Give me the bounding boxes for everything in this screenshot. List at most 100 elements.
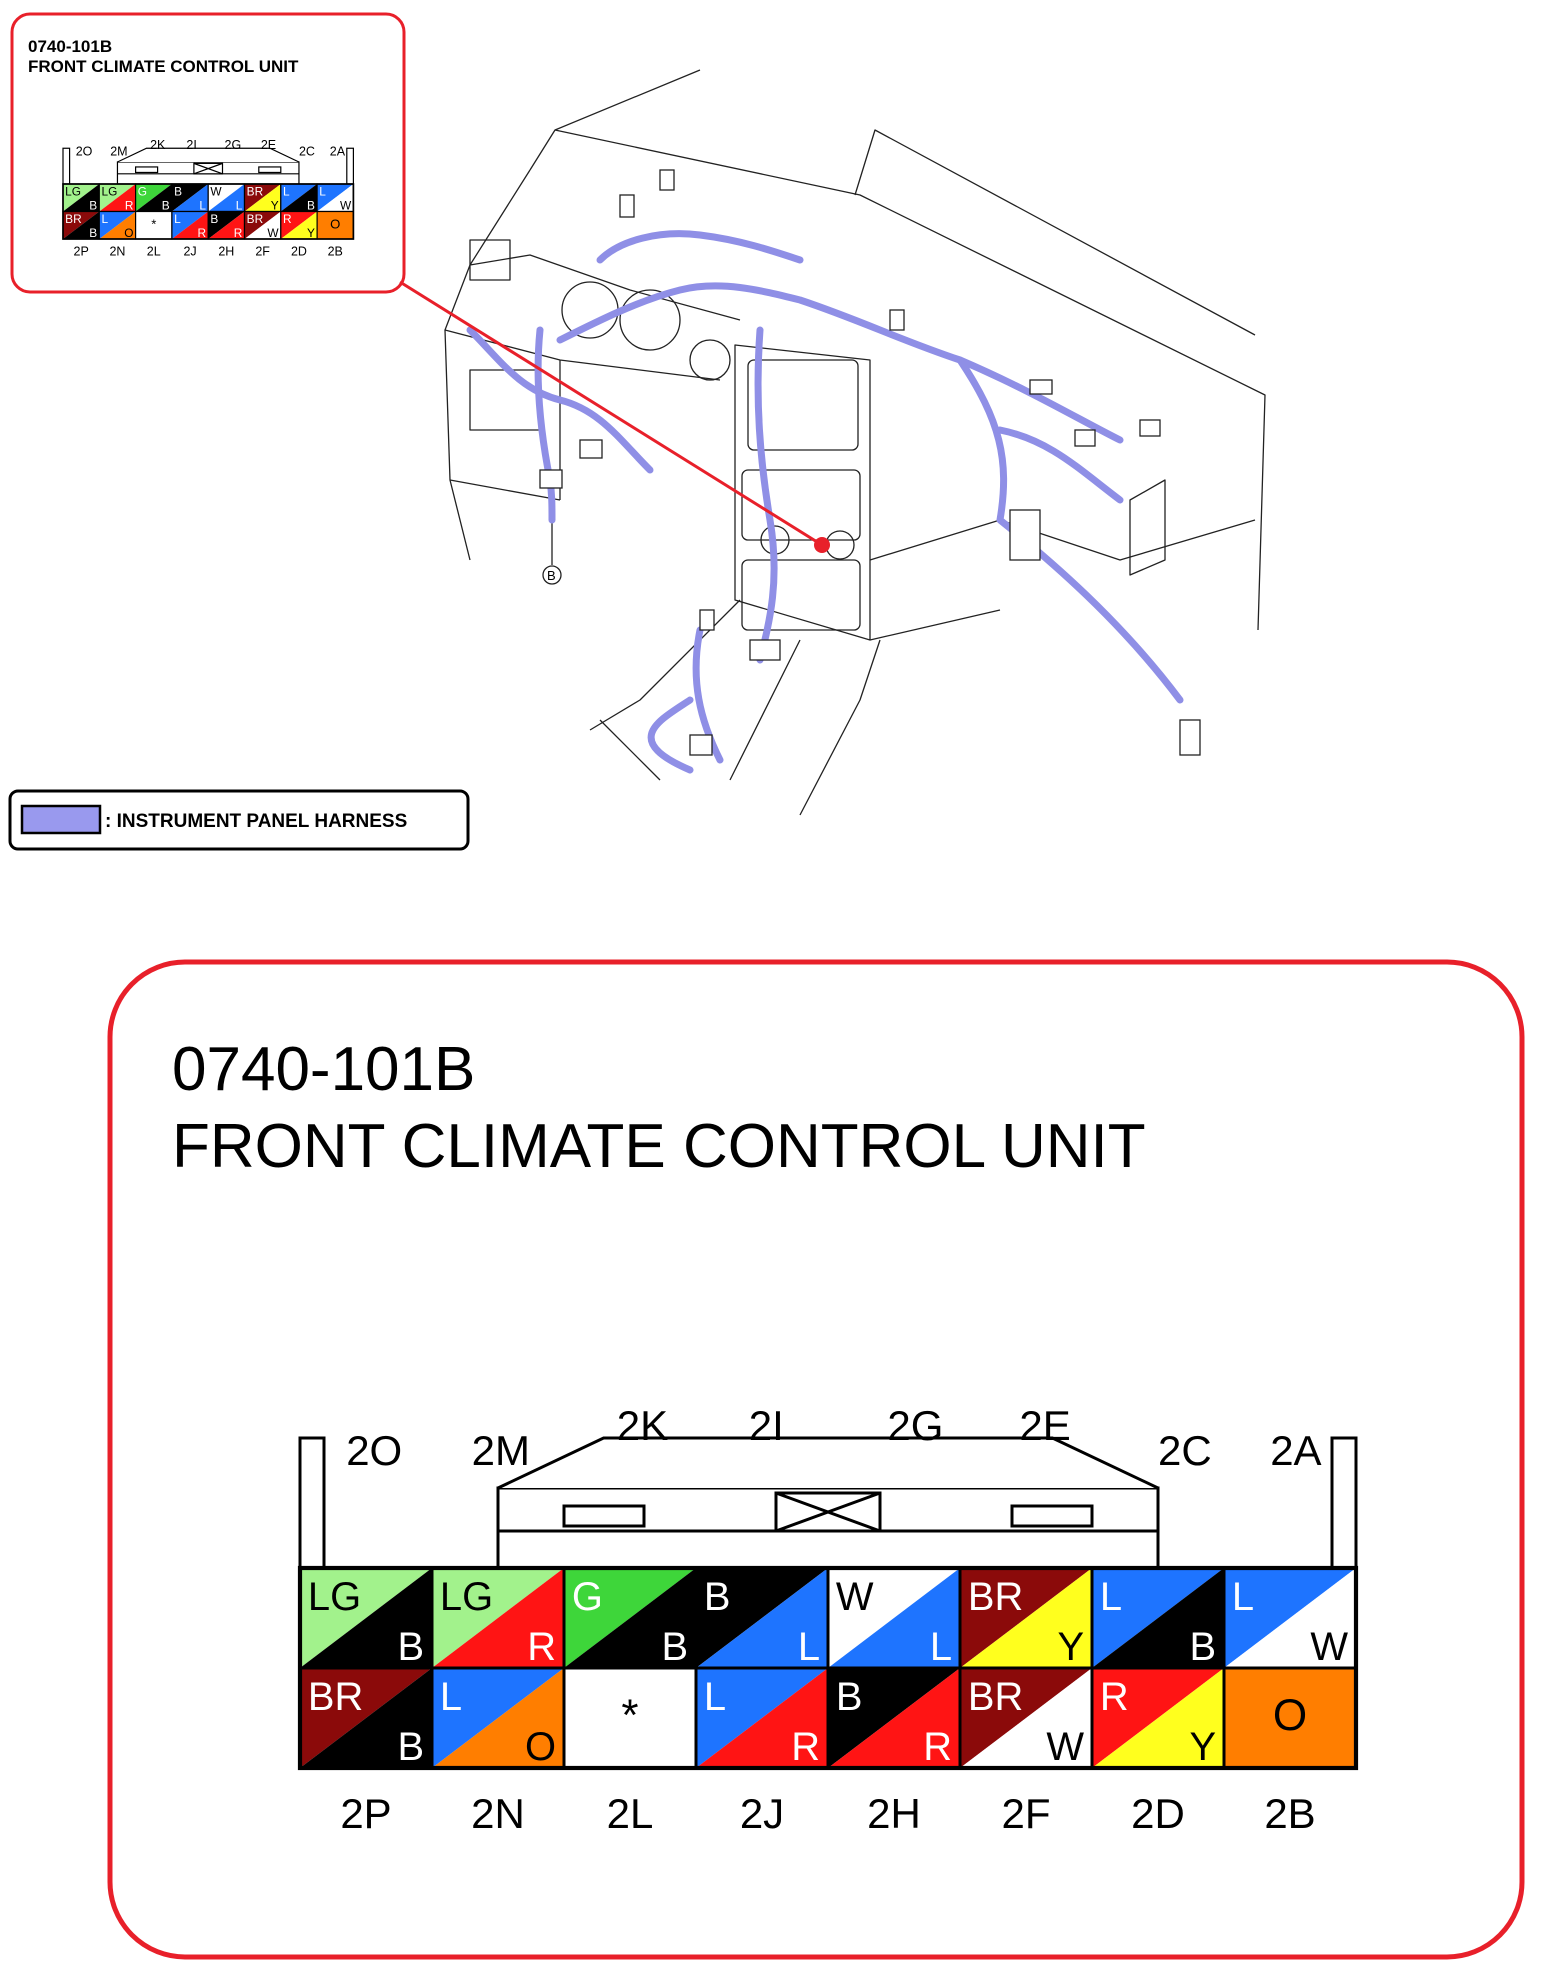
pin-cell: LGR <box>98 183 137 212</box>
large-callout-title: FRONT CLIMATE CONTROL UNIT <box>172 1112 1146 1181</box>
pin-wire-primary: B <box>210 212 218 226</box>
connector-face-border <box>297 1565 1359 1771</box>
pin-wire-primary: L <box>1232 1575 1254 1619</box>
pin-wire-primary: G <box>572 1575 603 1619</box>
dash-top-outline <box>529 69 1266 631</box>
ground-marker-circle <box>542 565 562 585</box>
pin-label-top: 2C <box>299 145 315 159</box>
pin-secondary-color <box>696 1668 828 1768</box>
pin-label-bottom: 2D <box>1131 1790 1185 1837</box>
pin-secondary-color <box>828 1668 960 1768</box>
pin-label-top: 2C <box>1158 1427 1212 1474</box>
pin-wire-primary: BR <box>247 185 264 199</box>
pin-cell: BR <box>826 1666 962 1770</box>
left-vent <box>469 239 511 281</box>
pin-wire-primary: G <box>138 185 147 199</box>
harness-legend: : INSTRUMENT PANEL HARNESS <box>8 789 470 851</box>
pin-wire-primary: BR <box>968 1675 1023 1719</box>
pin-cell: WL <box>826 1566 962 1670</box>
pin-label-top: 2G <box>225 138 242 152</box>
pin-secondary-color <box>99 211 136 239</box>
pin-cell: RY <box>280 210 318 240</box>
harness-top-branch <box>596 230 804 264</box>
pin-wire-primary: R <box>1100 1675 1129 1719</box>
pin-wire-secondary: Y <box>1057 1625 1084 1669</box>
harness-connector <box>659 169 675 191</box>
pin-label-bottom: 2F <box>255 245 270 259</box>
connector-left-post <box>62 147 71 185</box>
gauge-right <box>619 289 681 351</box>
console-lines <box>589 599 801 781</box>
pin-label-bottom: 2H <box>218 245 234 259</box>
dash-left-edge <box>444 169 741 561</box>
pin-label-top: 2O <box>346 1427 402 1474</box>
pin-label-bottom: 2P <box>74 245 89 259</box>
pin-secondary-color <box>244 211 281 239</box>
pin-cell: LB <box>1090 1566 1226 1670</box>
pin-secondary-color <box>960 1668 1092 1768</box>
connector-right-post <box>1330 1436 1358 1570</box>
pin-cell: LB <box>280 183 318 212</box>
pin-label-bottom: 2L <box>607 1790 654 1837</box>
harness-connector <box>699 609 715 631</box>
pin-label-top: 2I <box>749 1402 784 1449</box>
gauge-small <box>689 339 731 381</box>
pin-label-top: 2O <box>76 145 93 159</box>
pin-wire-secondary: R <box>527 1625 556 1669</box>
pin-cell: WL <box>207 183 246 212</box>
pin-secondary-color <box>1092 1568 1224 1668</box>
pin-wire-secondary: B <box>661 1625 688 1669</box>
pin-secondary-color <box>960 1568 1092 1668</box>
pin-label-bottom: 2P <box>340 1790 391 1837</box>
pin-wire-primary: L <box>440 1675 462 1719</box>
pin-cell: BRB <box>62 210 100 240</box>
pin-label-bottom: 2B <box>1264 1790 1315 1837</box>
pin-wire-secondary: L <box>930 1625 952 1669</box>
pin-cell: LW <box>1222 1566 1358 1670</box>
pin-wire-code: O <box>330 217 340 232</box>
pin-secondary-color <box>300 1568 432 1668</box>
pin-label-bottom: 2B <box>328 245 343 259</box>
connector-window-left <box>562 1504 646 1528</box>
connector-window-right <box>1010 1504 1094 1528</box>
pin-wire-secondary: W <box>340 198 352 212</box>
pin-wire-secondary: L <box>798 1625 820 1669</box>
center-stack-upper <box>747 359 859 451</box>
pin-label-top: 2I <box>186 138 196 152</box>
pin-wire-primary: LG <box>65 185 81 199</box>
pin-cell: LG B <box>62 183 100 212</box>
pin-cell: LR <box>171 210 209 240</box>
pin-secondary-color <box>171 211 209 239</box>
pin-label-bottom: 2L <box>147 245 161 259</box>
pin-label-top: 2E <box>1019 1402 1070 1449</box>
pin-wire-secondary: B <box>89 226 97 240</box>
pin-secondary-color <box>696 1568 828 1668</box>
pin-cell: LO <box>98 210 137 240</box>
pin-wire-primary: W <box>836 1575 874 1619</box>
pin-wire-secondary: B <box>89 198 97 212</box>
pin-wire-primary: BR <box>968 1575 1023 1619</box>
pin-wire-secondary: R <box>923 1725 952 1769</box>
pin-primary-color <box>171 184 209 212</box>
pin-cell: BR <box>207 210 246 240</box>
connector-window-left <box>135 166 159 174</box>
harness-left-drop <box>534 326 556 524</box>
pin-wire-primary: W <box>210 185 222 199</box>
connector-latch-cross <box>775 1491 881 1533</box>
pin-wire-primary: R <box>283 212 292 226</box>
pin-wire-primary: LG <box>308 1575 361 1619</box>
pin-wire-secondary: O <box>525 1725 556 1769</box>
pin-wire-primary: B <box>174 185 182 199</box>
pin-label-top: 2M <box>472 1427 530 1474</box>
pin-wire-secondary: R <box>791 1725 820 1769</box>
pin-cell: * <box>135 210 173 240</box>
pin-secondary-color <box>300 1668 432 1768</box>
pin-wire-primary: L <box>319 185 326 199</box>
pin-secondary-color <box>1092 1668 1224 1768</box>
pin-primary-color <box>171 211 209 239</box>
pin-cell-fill <box>562 1666 698 1770</box>
